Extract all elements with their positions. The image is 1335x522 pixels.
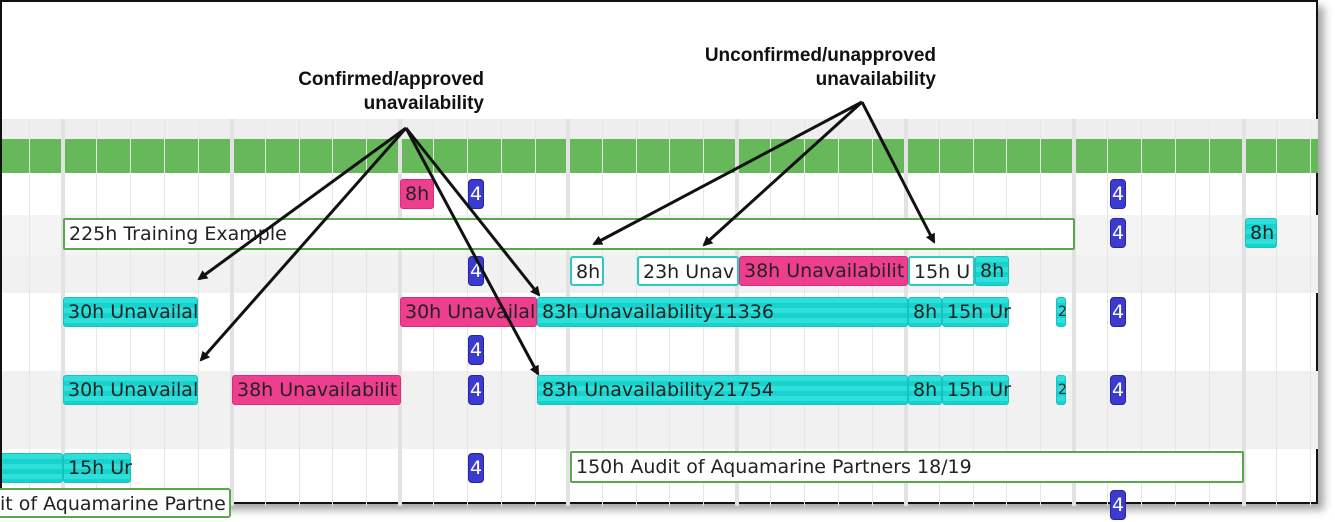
gridline [265, 119, 266, 506]
unavailability-bar-continued[interactable] [2, 453, 63, 483]
unavailability-bar[interactable]: 15h Ur [942, 375, 1011, 405]
unconfirmed-unavailability-bar[interactable]: 8h [570, 256, 604, 286]
unavailability-bar[interactable]: 8h [908, 297, 942, 327]
gridline [332, 119, 333, 506]
callout-unconfirmed-line1: Unconfirmed/unapproved [704, 45, 936, 66]
unconfirmed-unavailability-bar[interactable]: 15h U [908, 256, 975, 286]
count-badge[interactable]: 4 [1110, 297, 1126, 327]
count-badge[interactable]: 4 [1110, 490, 1126, 520]
gridline [1107, 119, 1108, 506]
callout-unconfirmed: Unconfirmed/unapproved unavailability [652, 44, 936, 92]
callout-confirmed-line2: unavailability [363, 93, 484, 114]
group-header-bar[interactable] [2, 139, 1318, 173]
arrow-unconfirmed-1 [592, 100, 863, 246]
callout-confirmed: Confirmed/approved unavailability [252, 68, 484, 116]
week-gridline [230, 119, 234, 506]
gridline [198, 119, 199, 506]
unavailability-bar[interactable]: 8h [975, 256, 1009, 286]
unavailability-bar[interactable]: 30h Unavailal [63, 375, 198, 405]
unavailability-bar[interactable]: 2 [1056, 375, 1067, 405]
week-gridline [1242, 119, 1246, 506]
project-bar-training[interactable]: 225h Training Example [63, 218, 1075, 250]
arrow-unconfirmed-3 [860, 101, 936, 244]
count-badge[interactable]: 4 [468, 375, 484, 405]
unavailability-bar[interactable]: 15h Ur [63, 453, 132, 483]
arrow-confirmed-3 [404, 127, 541, 297]
project-bar-audit[interactable]: 150h Audit of Aquamarine Partners 18/19 [570, 451, 1244, 483]
gridline [29, 119, 30, 506]
arrow-confirmed-1 [197, 126, 407, 281]
count-badge[interactable]: 4 [468, 179, 484, 209]
arrow-unconfirmed-2 [702, 100, 864, 247]
unavailability-bar[interactable]: 38h Unavailabilit [739, 256, 908, 286]
callout-unconfirmed-line2: unavailability [815, 69, 936, 90]
unavailability-bar[interactable]: 8h [908, 375, 942, 405]
arrow-confirmed-4 [404, 127, 540, 376]
unavailability-bar[interactable]: 8h [400, 179, 434, 209]
gridline [1276, 119, 1277, 506]
unavailability-bar[interactable]: 83h Unavailability11336 [537, 297, 908, 327]
count-badge[interactable]: 4 [468, 453, 484, 483]
project-bar-audit-continued[interactable]: it of Aquamarine Partne [0, 488, 231, 518]
count-badge[interactable]: 4 [1110, 375, 1126, 405]
count-badge[interactable]: 4 [468, 335, 484, 365]
arrow-confirmed-2 [199, 127, 408, 362]
unavailability-bar[interactable]: 38h Unavailabilit [232, 375, 401, 405]
gridline [1310, 119, 1311, 506]
gridline [366, 119, 367, 506]
unavailability-bar[interactable]: 8h [1245, 218, 1277, 248]
count-badge[interactable]: 4 [1110, 179, 1126, 209]
gridline [1141, 119, 1142, 506]
callout-confirmed-line1: Confirmed/approved [298, 69, 484, 90]
gridline [1175, 119, 1176, 506]
callout-arrows [197, 100, 936, 376]
unavailability-bar[interactable]: 2 [1056, 297, 1067, 327]
unavailability-bar[interactable]: 15h Ur [942, 297, 1011, 327]
unavailability-bar[interactable]: 30h Unavailal [63, 297, 198, 327]
week-gridline [1072, 119, 1076, 506]
gridline [1209, 119, 1210, 506]
count-badge[interactable]: 4 [1110, 218, 1126, 248]
gridline [299, 119, 300, 506]
unconfirmed-unavailability-bar[interactable]: 23h Unav [637, 256, 739, 286]
gridline [1040, 119, 1041, 506]
timeline-header-band [2, 119, 1318, 139]
unavailability-bar[interactable]: 83h Unavailability21754 [537, 375, 908, 405]
